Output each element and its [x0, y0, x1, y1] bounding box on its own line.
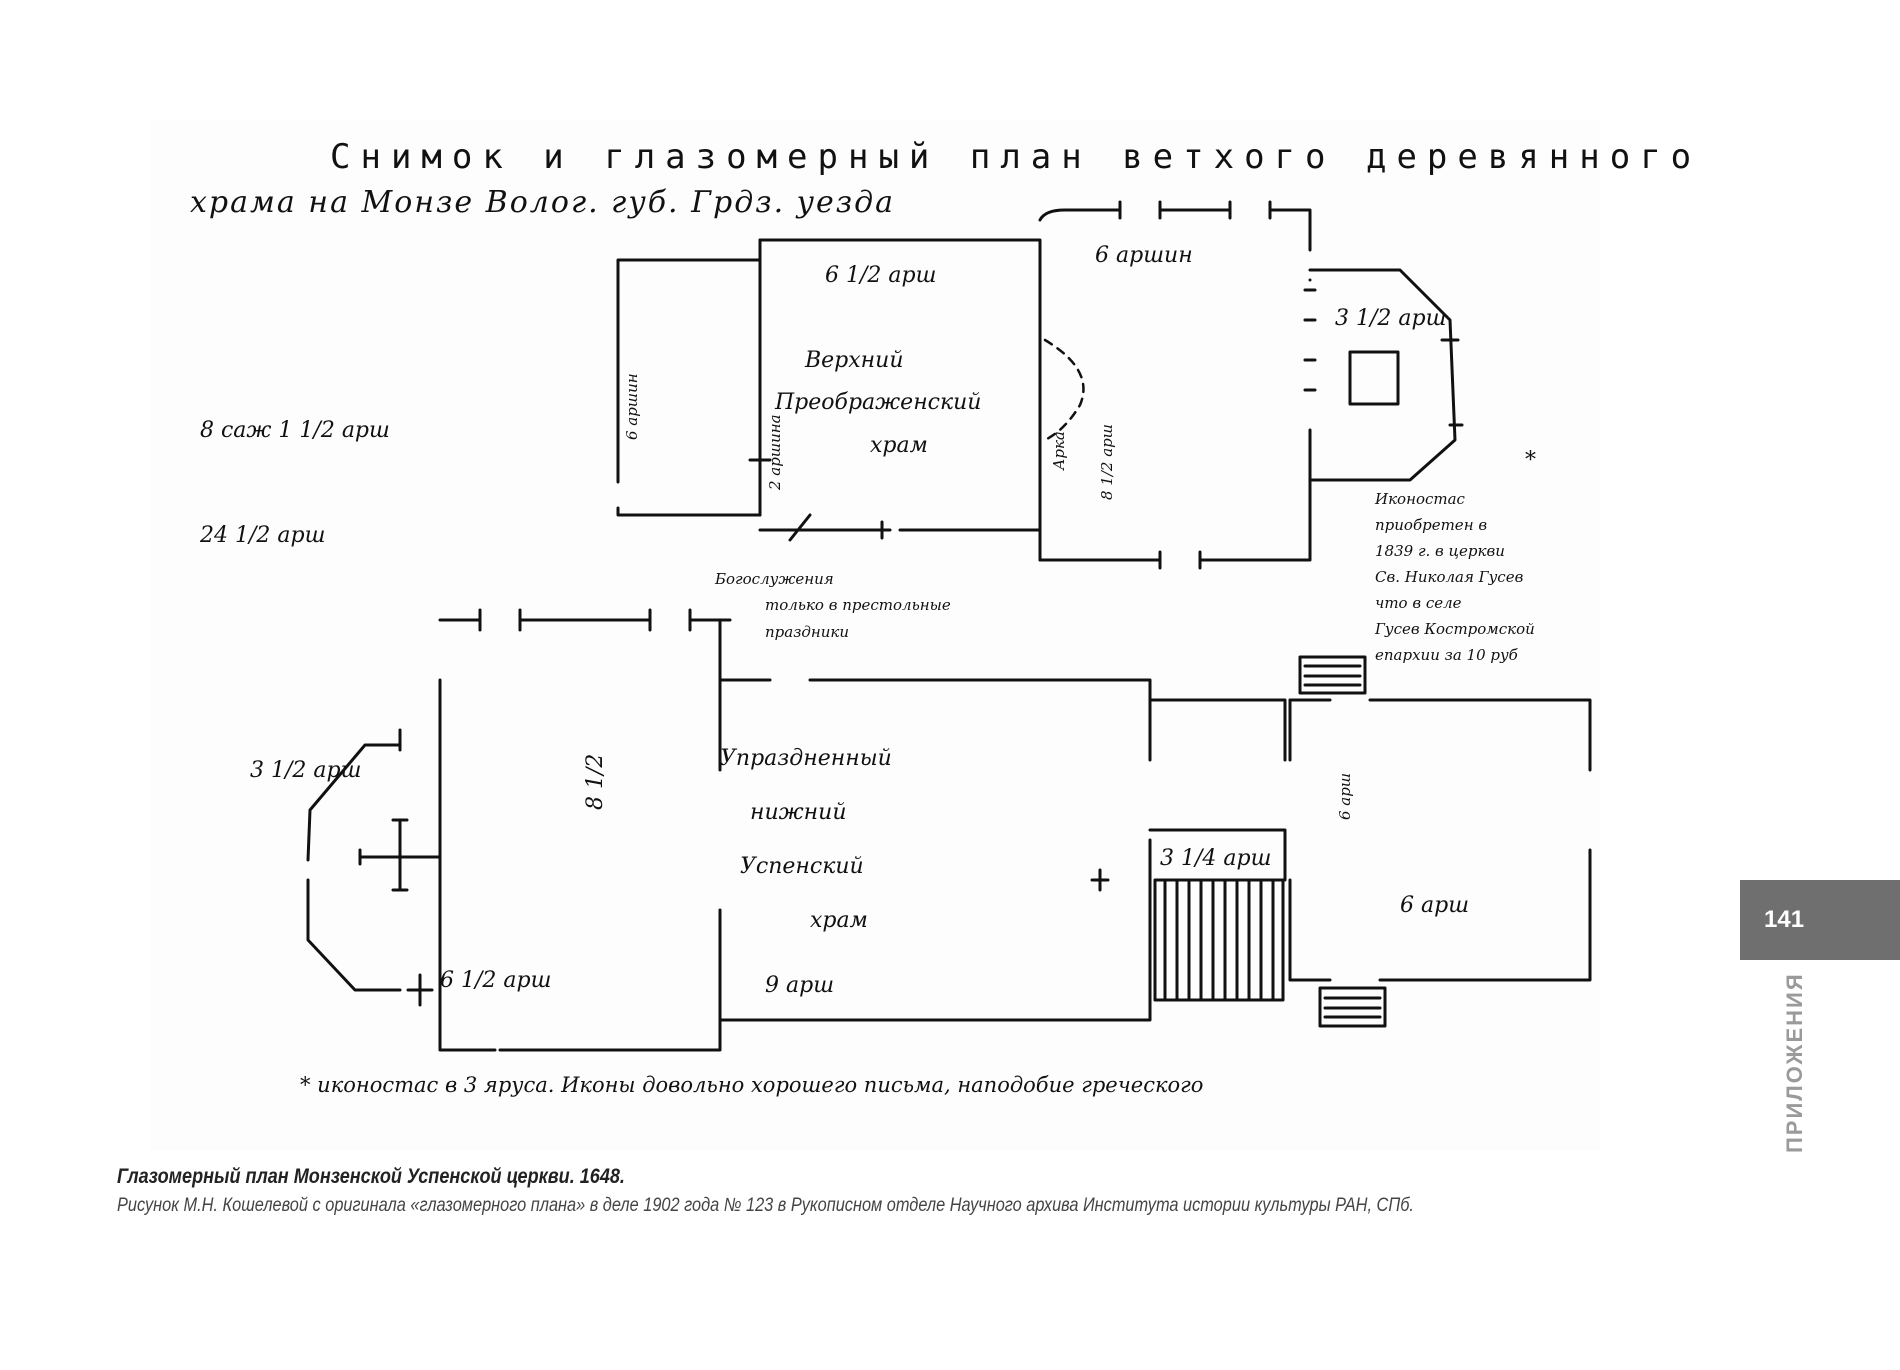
section-label: ПРИЛОЖЕНИЯ	[1782, 972, 1807, 1153]
drawing-title-line1: Снимок и глазомерный план ветхого деревя…	[330, 137, 1702, 177]
iconostasis-note-line6: Гусев Костромской	[1375, 620, 1535, 638]
plan-drawing: Снимок и глазомерный план ветхого деревя…	[150, 120, 1691, 1150]
lower-label-line4: храм	[810, 908, 868, 933]
lower-dim-stairs: 3 1/4 арш	[1160, 846, 1272, 871]
iconostasis-note-line3: 1839 г. в церкви	[1375, 542, 1505, 560]
upper-arch-label: Арка	[1050, 431, 1068, 470]
figure-caption: Глазомерный план Монзенской Успенской це…	[117, 1165, 1625, 1217]
lower-dim-right: 6 арш	[1400, 893, 1470, 918]
upper-dim-top-left: 6 1/2 арш	[825, 263, 937, 288]
asterisk-mark: *	[1525, 448, 1536, 473]
upper-dim-partition: 2 аршина	[766, 414, 784, 490]
lower-dim-bottom-mid: 9 арш	[765, 973, 835, 998]
drawing-footnote: * иконостас в 3 яруса. Иконы довольно хо…	[300, 1073, 1204, 1097]
lower-dim-right-vertical: 6 арш	[1336, 772, 1354, 820]
page-number: 141	[1764, 906, 1805, 933]
iconostasis-note-line1: Иконостас	[1375, 490, 1465, 508]
service-note-line3: праздники	[765, 623, 850, 641]
drawing-title-line2: храма на Монзе Волог. губ. Грдз. уезда	[190, 185, 896, 220]
service-note-line2: только в престольные	[765, 596, 951, 614]
lower-label-line2: нижний	[750, 800, 847, 825]
iconostasis-note-line4: Св. Николая Гусев	[1375, 568, 1524, 586]
overall-dim-line1: 8 саж 1 1/2 арш	[200, 418, 390, 443]
caption-title: Глазомерный план Монзенской Успенской це…	[117, 1165, 625, 1188]
service-note-line1: Богослужения	[715, 570, 834, 588]
page-number-tab: 141	[1740, 880, 1900, 960]
upper-label-line1: Верхний	[805, 348, 904, 373]
iconostasis-note-line2: приобретен в	[1375, 516, 1488, 534]
overall-dim-line2: 24 1/2 арш	[200, 523, 326, 548]
lower-apse-dim: 3 1/2 арш	[250, 758, 362, 783]
upper-dim-top-right: 6 аршин	[1095, 243, 1193, 268]
iconostasis-note-line5: что в селе	[1375, 594, 1462, 612]
lower-label-line3: Успенский	[740, 854, 864, 879]
lower-dim-vertical: 8 1/2	[583, 753, 608, 810]
lower-dim-bottom-left: 6 1/2 арш	[440, 968, 552, 993]
floor-plan-lines	[306, 200, 1592, 1052]
caption-subtitle: Рисунок М.Н. Кошелевой с оригинала «глаз…	[117, 1195, 1414, 1216]
upper-label-line2: Преображенский	[775, 390, 982, 415]
upper-dim-arch: 8 1/2 арш	[1098, 424, 1116, 500]
upper-dim-left-vertical: 6 аршин	[623, 373, 641, 440]
upper-apse-dim: 3 1/2 арш	[1335, 306, 1447, 331]
upper-label-line3: храм	[870, 433, 928, 458]
iconostasis-note-line7: епархии за 10 руб	[1375, 646, 1518, 664]
lower-label-line1: Упраздненный	[720, 746, 892, 771]
